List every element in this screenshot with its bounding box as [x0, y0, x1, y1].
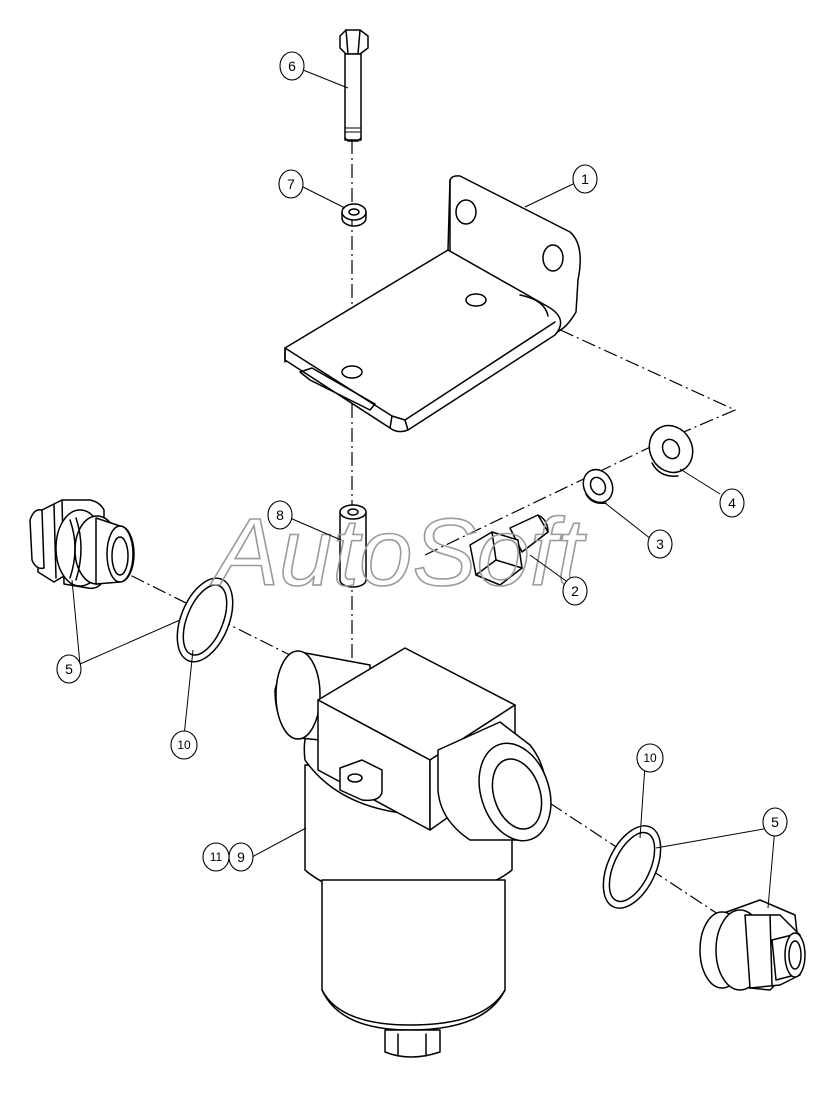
callout-8: 8 [267, 500, 293, 530]
svg-text:10: 10 [177, 738, 191, 752]
washer-part-4 [648, 424, 694, 477]
svg-text:6: 6 [288, 58, 296, 74]
bolt-part-2 [469, 514, 549, 586]
callout-1: 1 [572, 164, 598, 194]
svg-text:9: 9 [237, 849, 245, 865]
watermark-text: AutoSoft [210, 499, 587, 606]
bolt-part-6 [339, 29, 369, 142]
svg-text:11: 11 [210, 850, 223, 864]
callout-11: 11 [202, 842, 230, 872]
callout-9: 9 [228, 842, 254, 872]
callout-10-left: 10 [170, 730, 198, 760]
fitting-part-5-left [29, 499, 135, 590]
svg-text:5: 5 [65, 661, 73, 677]
washer-part-7 [341, 203, 367, 227]
svg-text:7: 7 [287, 176, 295, 192]
callout-2: 2 [562, 576, 588, 606]
o-ring-part-10-left [176, 577, 234, 663]
leader-lines [71, 69, 776, 909]
washer-part-3 [582, 468, 614, 505]
svg-text:3: 3 [656, 536, 664, 552]
fitting-part-5-right [699, 899, 806, 991]
svg-text:1: 1 [581, 171, 589, 187]
filter-body-part-9 [274, 647, 552, 1058]
callout-3: 3 [647, 529, 673, 559]
svg-text:2: 2 [571, 583, 579, 599]
callout-5-right: 5 [762, 807, 788, 837]
svg-text:8: 8 [276, 507, 284, 523]
o-ring-part-10-right [602, 825, 662, 909]
callout-10-right: 10 [636, 743, 664, 773]
svg-text:5: 5 [771, 814, 779, 830]
bracket-part-1 [284, 175, 581, 433]
callout-6: 6 [279, 51, 305, 81]
callout-5-left: 5 [56, 654, 82, 684]
callout-4: 4 [719, 488, 745, 518]
spacer-part-8 [339, 504, 367, 588]
svg-text:10: 10 [643, 751, 657, 765]
callout-7: 7 [278, 169, 304, 199]
svg-text:4: 4 [728, 495, 736, 511]
